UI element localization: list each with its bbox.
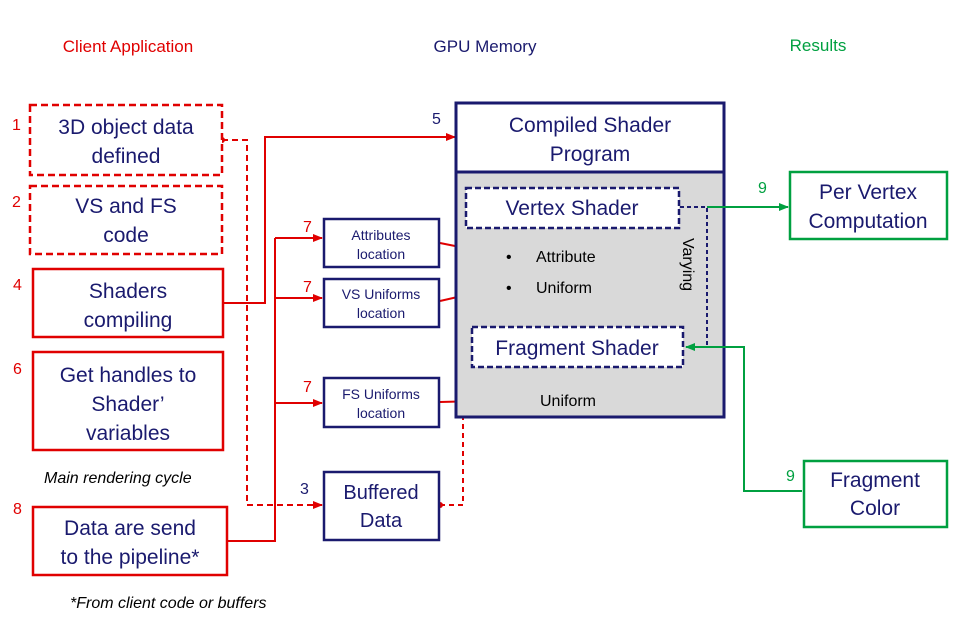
- client-num-2: 2: [12, 194, 21, 211]
- attr-loc-num: 7: [303, 219, 312, 236]
- program-title-line1: Compiled Shader: [509, 114, 671, 137]
- attr-loc-line1: Attributes: [351, 227, 410, 243]
- attribute-label: Attribute: [536, 249, 596, 266]
- vertex-shader-label: Vertex Shader: [505, 197, 638, 220]
- box-vs-uniforms-location: 7 VS Uniforms location: [303, 277, 441, 329]
- client-num-1: 1: [12, 117, 21, 134]
- connector-objectdata-to-buffer: [222, 139, 323, 509]
- header-results: Results: [790, 36, 847, 55]
- vsu-loc-num: 7: [303, 279, 312, 296]
- result-num-1: 9: [758, 180, 767, 197]
- fsu-loc-num: 7: [303, 379, 312, 396]
- shader-code-line2: code: [103, 224, 149, 247]
- get-handles-line3: variables: [86, 422, 170, 445]
- attr-loc-line2: location: [357, 246, 405, 262]
- shader-code-line1: VS and FS: [75, 195, 177, 218]
- client-num-8: 8: [13, 501, 22, 518]
- client-box-shader-code: 2 VS and FS code: [12, 184, 224, 256]
- connector-compile-to-program: [224, 133, 456, 304]
- connector-send-trunk: [227, 238, 276, 542]
- client-box-get-handles: 6 Get handles to Shader’ variables: [13, 350, 225, 452]
- fragment-shader-label: Fragment Shader: [495, 337, 658, 360]
- result-box-fragment-color: 9 Fragment Color: [786, 459, 949, 529]
- result-num-2: 9: [786, 468, 795, 485]
- object-data-line1: 3D object data: [58, 116, 194, 139]
- shaders-compiling-line1: Shaders: [89, 280, 167, 303]
- buffered-line1: Buffered: [343, 482, 418, 504]
- buffered-num: 3: [300, 481, 309, 498]
- fsu-loc-line1: FS Uniforms: [342, 386, 420, 402]
- data-send-line1: Data are send: [64, 517, 196, 540]
- uniform-vs-label: Uniform: [536, 280, 592, 297]
- footnote: *From client code or buffers: [70, 595, 267, 612]
- fragment-shader-box: Fragment Shader: [470, 325, 685, 369]
- gpu-num-5: 5: [432, 111, 441, 128]
- vsu-loc-line1: VS Uniforms: [342, 286, 421, 302]
- data-send-line2: to the pipeline*: [61, 546, 200, 569]
- header-gpu: GPU Memory: [434, 37, 537, 56]
- object-data-line2: defined: [92, 145, 161, 168]
- result-box-per-vertex: 9 Per Vertex Computation: [758, 170, 949, 241]
- box-buffered-data: 3 Buffered Data: [300, 470, 441, 542]
- connector-fragcolor-to-fs: [685, 343, 802, 492]
- uniform-fs-label: Uniform: [540, 393, 596, 410]
- buffered-line2: Data: [360, 510, 403, 532]
- box-fs-uniforms-location: 7 FS Uniforms location: [303, 376, 441, 429]
- fragment-color-line2: Color: [850, 497, 900, 520]
- get-handles-line1: Get handles to: [60, 364, 197, 387]
- get-handles-line2: Shader’: [91, 393, 164, 416]
- box-attributes-location: 7 Attributes location: [303, 217, 441, 269]
- program-title-line2: Program: [550, 143, 631, 166]
- header-client: Client Application: [63, 37, 193, 56]
- client-num-6: 6: [13, 361, 22, 378]
- client-box-data-send: 8 Data are send to the pipeline*: [13, 501, 229, 577]
- shaders-compiling-line2: compiling: [84, 309, 173, 332]
- varying-label: Varying: [679, 238, 696, 291]
- fsu-loc-line2: location: [357, 405, 405, 421]
- client-box-shaders-compiling: 4 Shaders compiling: [13, 267, 225, 339]
- vertex-shader-box: Vertex Shader: [464, 186, 681, 230]
- bullet-attribute: •: [506, 249, 512, 266]
- fragment-color-line1: Fragment: [830, 469, 920, 492]
- bullet-uniform-vs: •: [506, 280, 512, 297]
- per-vertex-line1: Per Vertex: [819, 181, 918, 204]
- client-box-object-data: 1 3D object data defined: [12, 103, 224, 177]
- client-num-4: 4: [13, 277, 22, 294]
- per-vertex-line2: Computation: [808, 210, 927, 233]
- vsu-loc-line2: location: [357, 305, 405, 321]
- main-cycle-note: Main rendering cycle: [44, 470, 192, 487]
